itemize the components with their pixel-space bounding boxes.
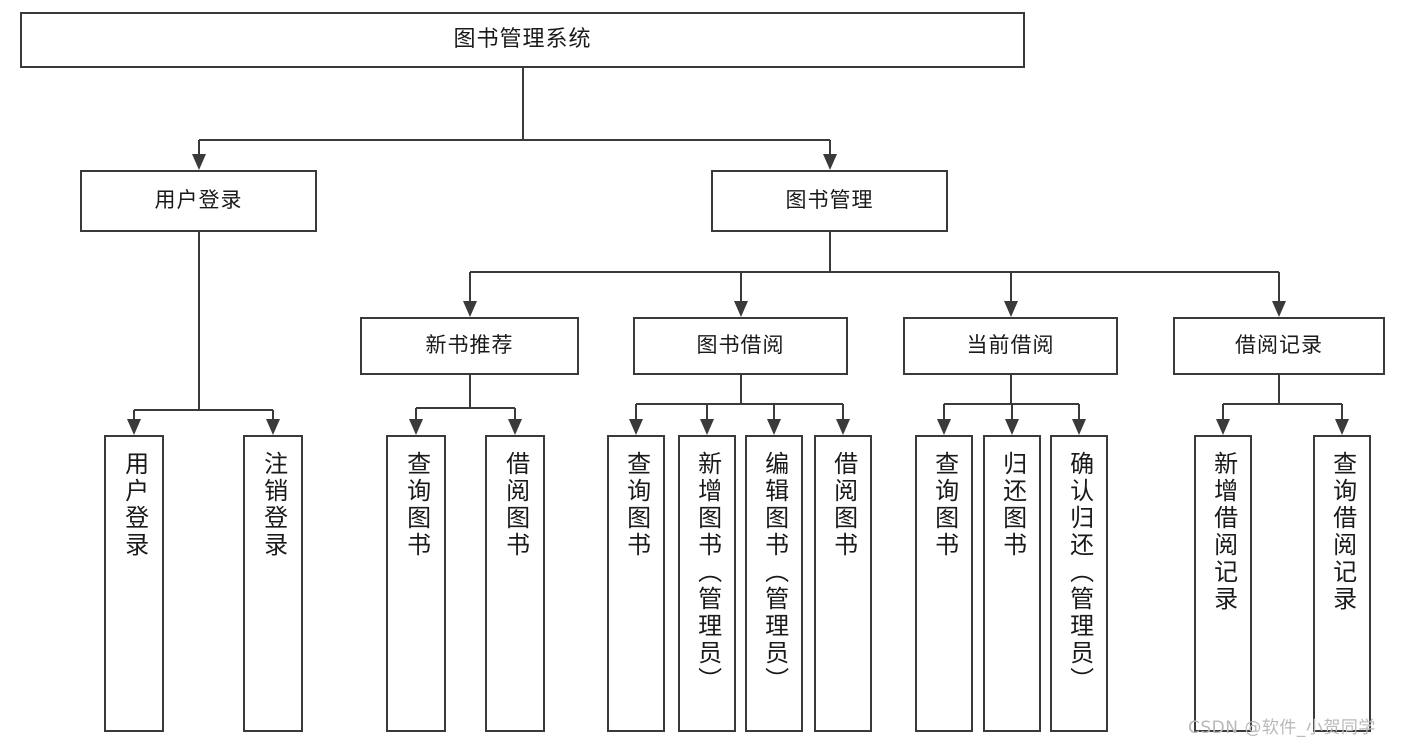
arrowhead-icon bbox=[629, 419, 643, 435]
node-label: 编辑图书（管理员） bbox=[760, 451, 789, 694]
node-label: 用户登录 bbox=[154, 188, 243, 213]
connector-branch bbox=[706, 404, 708, 419]
leaf-query-book-borrow[interactable]: 查询图书 bbox=[607, 435, 665, 732]
arrowhead-icon bbox=[1072, 419, 1086, 435]
arrowhead-icon bbox=[127, 419, 141, 435]
leaf-borrow-book-recommend[interactable]: 借阅图书 bbox=[485, 435, 545, 732]
arrowhead-icon bbox=[1216, 419, 1230, 435]
connector-branch bbox=[1009, 272, 1012, 301]
leaf-add-borrow-record[interactable]: 新增借阅记录 bbox=[1194, 435, 1252, 732]
connector-trunk bbox=[468, 375, 471, 408]
node-root[interactable]: 图书管理系统 bbox=[20, 12, 1025, 68]
node-current-borrow[interactable]: 当前借阅 bbox=[903, 317, 1118, 375]
leaf-add-book-admin[interactable]: 新增图书（管理员） bbox=[678, 435, 736, 732]
connector-trunk bbox=[1009, 375, 1012, 404]
node-book-borrow[interactable]: 图书借阅 bbox=[633, 317, 848, 375]
node-label: 归还图书 bbox=[998, 451, 1027, 559]
connector-bus bbox=[416, 407, 515, 409]
connector-branch bbox=[272, 410, 274, 419]
node-label: 借阅图书 bbox=[829, 451, 858, 559]
connector-trunk bbox=[1278, 375, 1280, 404]
node-label: 查询图书 bbox=[402, 451, 431, 559]
node-borrow-record[interactable]: 借阅记录 bbox=[1173, 317, 1385, 375]
arrowhead-icon bbox=[1005, 419, 1019, 435]
connector-branch bbox=[1011, 404, 1013, 419]
node-book-management[interactable]: 图书管理 bbox=[711, 170, 948, 232]
connector-branch bbox=[514, 408, 516, 419]
connector-branch bbox=[842, 404, 844, 419]
arrowhead-icon bbox=[1335, 419, 1349, 435]
leaf-return-book[interactable]: 归还图书 bbox=[983, 435, 1041, 732]
leaf-borrow-book[interactable]: 借阅图书 bbox=[814, 435, 872, 732]
leaf-user-logout[interactable]: 注销登录 bbox=[243, 435, 303, 732]
node-label: 确认归还（管理员） bbox=[1065, 451, 1094, 694]
connector-branch bbox=[468, 272, 471, 301]
connector-bus bbox=[469, 271, 1279, 273]
node-label: 借阅图书 bbox=[501, 451, 530, 559]
connector-branch bbox=[1078, 404, 1080, 419]
connector-trunk bbox=[739, 375, 742, 404]
connector-branch bbox=[415, 408, 417, 419]
arrowhead-icon bbox=[409, 419, 423, 435]
arrowhead-icon bbox=[266, 419, 280, 435]
arrowhead-icon bbox=[1003, 301, 1018, 317]
node-label: 注销登录 bbox=[259, 451, 288, 559]
leaf-query-book-recommend[interactable]: 查询图书 bbox=[386, 435, 446, 732]
arrowhead-icon bbox=[700, 419, 714, 435]
connector-trunk bbox=[828, 232, 831, 272]
arrowhead-icon bbox=[462, 301, 477, 317]
connector-bus bbox=[1223, 403, 1342, 405]
connector-branch bbox=[773, 404, 775, 419]
connector-branch bbox=[1222, 404, 1224, 419]
node-label: 新书推荐 bbox=[425, 333, 514, 358]
node-label: 新增借阅记录 bbox=[1209, 451, 1238, 613]
arrowhead-icon bbox=[191, 154, 206, 170]
connector-branch bbox=[1278, 272, 1280, 301]
connector-bus bbox=[198, 139, 830, 141]
connector-bus bbox=[636, 403, 843, 405]
arrowhead-icon bbox=[508, 419, 522, 435]
connector-trunk bbox=[521, 68, 524, 140]
node-label: 借阅记录 bbox=[1235, 333, 1323, 358]
leaf-query-borrow-record[interactable]: 查询借阅记录 bbox=[1313, 435, 1371, 732]
node-label: 用户登录 bbox=[120, 451, 149, 559]
connector-branch bbox=[635, 404, 637, 419]
connector-bus bbox=[134, 409, 273, 411]
arrowhead-icon bbox=[767, 419, 781, 435]
arrowhead-icon bbox=[937, 419, 951, 435]
arrowhead-icon bbox=[822, 154, 837, 170]
connector-branch bbox=[197, 140, 200, 154]
node-label: 新增图书（管理员） bbox=[693, 451, 722, 694]
connector-branch bbox=[828, 140, 831, 154]
node-label: 图书管理系统 bbox=[453, 26, 592, 52]
node-label: 查询图书 bbox=[622, 451, 651, 559]
connector-branch bbox=[943, 404, 945, 419]
node-user-login[interactable]: 用户登录 bbox=[80, 170, 317, 232]
node-label: 当前借阅 bbox=[966, 333, 1055, 358]
arrowhead-icon bbox=[1272, 301, 1286, 317]
node-label: 图书借阅 bbox=[696, 333, 785, 358]
node-label: 图书管理 bbox=[785, 188, 874, 213]
connector-branch bbox=[133, 410, 135, 419]
csdn-watermark: CSDN @软件_小贺同学 bbox=[1188, 718, 1376, 738]
leaf-edit-book-admin[interactable]: 编辑图书（管理员） bbox=[745, 435, 803, 732]
connector-branch bbox=[1341, 404, 1343, 419]
node-label: 查询图书 bbox=[930, 451, 959, 559]
connector-branch bbox=[739, 272, 742, 301]
node-new-book-recommend[interactable]: 新书推荐 bbox=[360, 317, 579, 375]
leaf-confirm-return-admin[interactable]: 确认归还（管理员） bbox=[1050, 435, 1108, 732]
arrowhead-icon bbox=[733, 301, 748, 317]
leaf-user-login[interactable]: 用户登录 bbox=[104, 435, 164, 732]
arrowhead-icon bbox=[836, 419, 850, 435]
connector-trunk bbox=[197, 232, 200, 410]
leaf-query-book-current[interactable]: 查询图书 bbox=[915, 435, 973, 732]
node-label: 查询借阅记录 bbox=[1328, 451, 1357, 613]
